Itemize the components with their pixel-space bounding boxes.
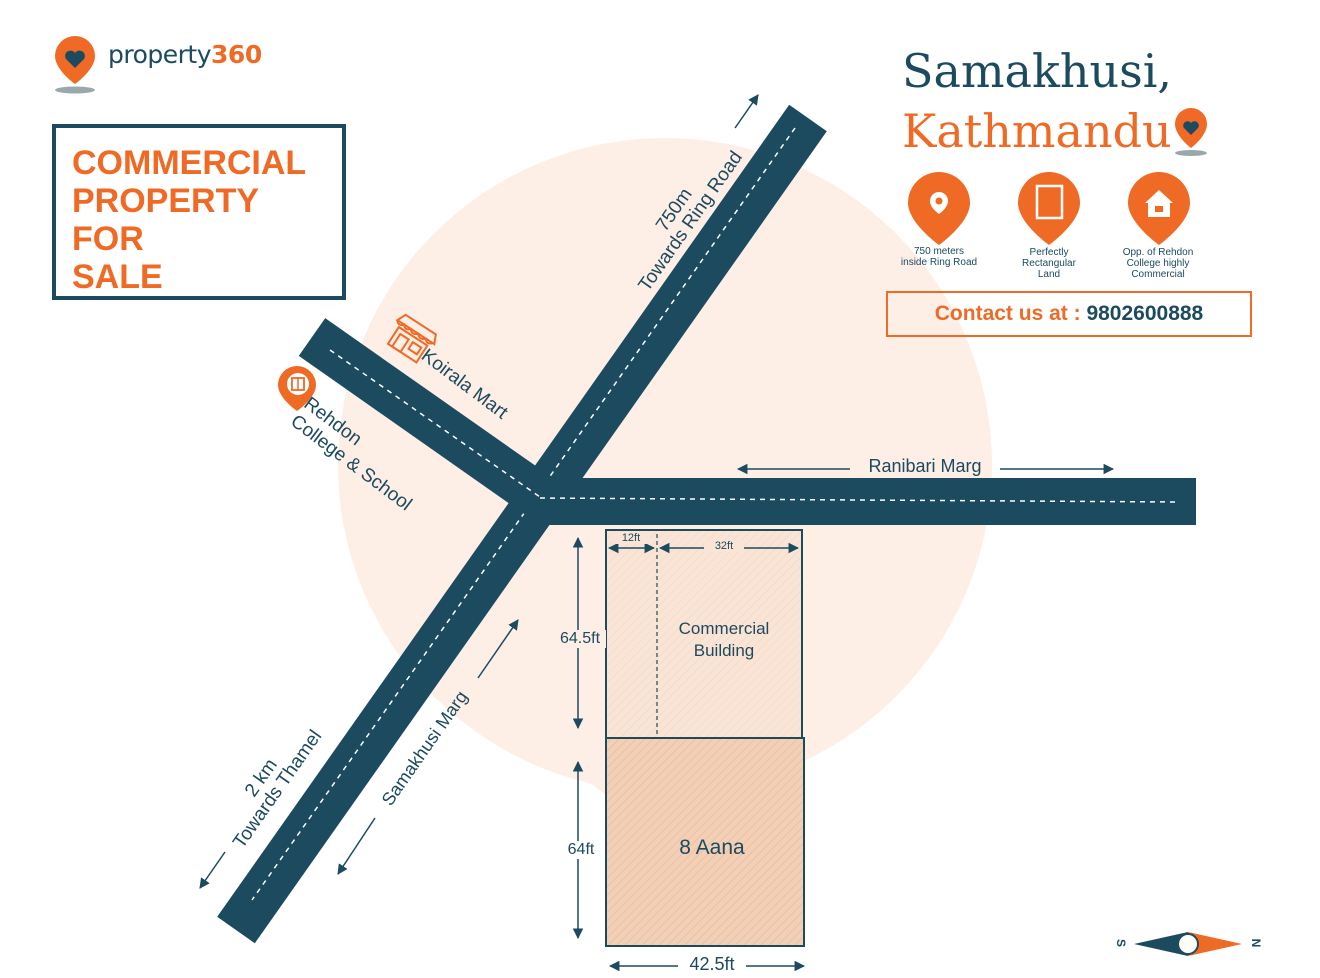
setback-dimension: 12ft — [612, 532, 650, 544]
feature-ring-road: 750 meters inside Ring Road — [884, 246, 994, 268]
feature-text: College highly — [1126, 258, 1190, 269]
total-width-dimension: 42.5ft — [689, 954, 735, 974]
title-box: COMMERCIAL PROPERTY FOR SALE — [52, 124, 346, 300]
feature-text: Opp. of Rehdon — [1122, 247, 1194, 258]
location-pin-icon — [908, 172, 970, 245]
upper-depth-dimension: 64.5ft — [554, 630, 606, 648]
feature-text: 750 meters — [913, 246, 965, 257]
house-icon — [1128, 172, 1190, 245]
college-pin-icon — [278, 366, 316, 411]
property-plot — [605, 529, 805, 947]
building-label: Commercial Building — [652, 618, 796, 662]
brand-name: property — [108, 40, 212, 69]
road-koirala — [298, 318, 554, 516]
feature-text: Perfectly — [1029, 247, 1069, 258]
feature-text: Land — [1037, 269, 1061, 280]
contact-box[interactable]: Contact us at : 9802600888 — [886, 291, 1252, 337]
feature-text: Commercial — [1131, 269, 1185, 280]
ranibari-marg-label: Ranibari Marg — [868, 456, 982, 476]
shop-icon — [386, 313, 437, 364]
compass-south-label: S — [1114, 938, 1128, 947]
contact-phone[interactable]: 9802600888 — [1086, 302, 1204, 325]
feature-text: Rectangular — [1022, 258, 1076, 269]
brand-number: 360 — [211, 40, 262, 69]
plot-area-label: 8 Aana — [679, 836, 745, 859]
building-label-line-2: Building — [693, 641, 755, 660]
brand-logo: property360 — [108, 40, 262, 69]
title-line-4: SALE — [72, 258, 163, 296]
compass-icon — [1134, 932, 1242, 956]
location-city: Kathmandu — [902, 104, 1172, 158]
direction-arrows — [199, 94, 1115, 889]
road-main-diagonal — [217, 104, 827, 944]
logo-pin-icon — [55, 36, 95, 94]
road-ranibari — [539, 478, 1196, 525]
lower-depth-dimension: 64ft — [560, 841, 602, 859]
feature-commercial: Opp. of Rehdon College highly Commercial — [1103, 247, 1213, 280]
compass-north-label: N — [1249, 938, 1263, 948]
contact-label: Contact us at : — [934, 302, 1081, 325]
feature-text: inside Ring Road — [900, 257, 978, 268]
location-area: Samakhusi, — [902, 44, 1173, 98]
title-line-1: COMMERCIAL — [72, 144, 307, 182]
title-line-2: PROPERTY — [72, 182, 260, 220]
title-line-3: FOR — [72, 220, 144, 258]
heart-pin-icon — [1175, 108, 1207, 156]
building-width-dimension: 32ft — [704, 540, 744, 552]
building-label-line-1: Commercial — [678, 619, 770, 638]
rectangle-icon — [1018, 172, 1080, 245]
feature-rectangular: Perfectly Rectangular Land — [994, 247, 1104, 280]
